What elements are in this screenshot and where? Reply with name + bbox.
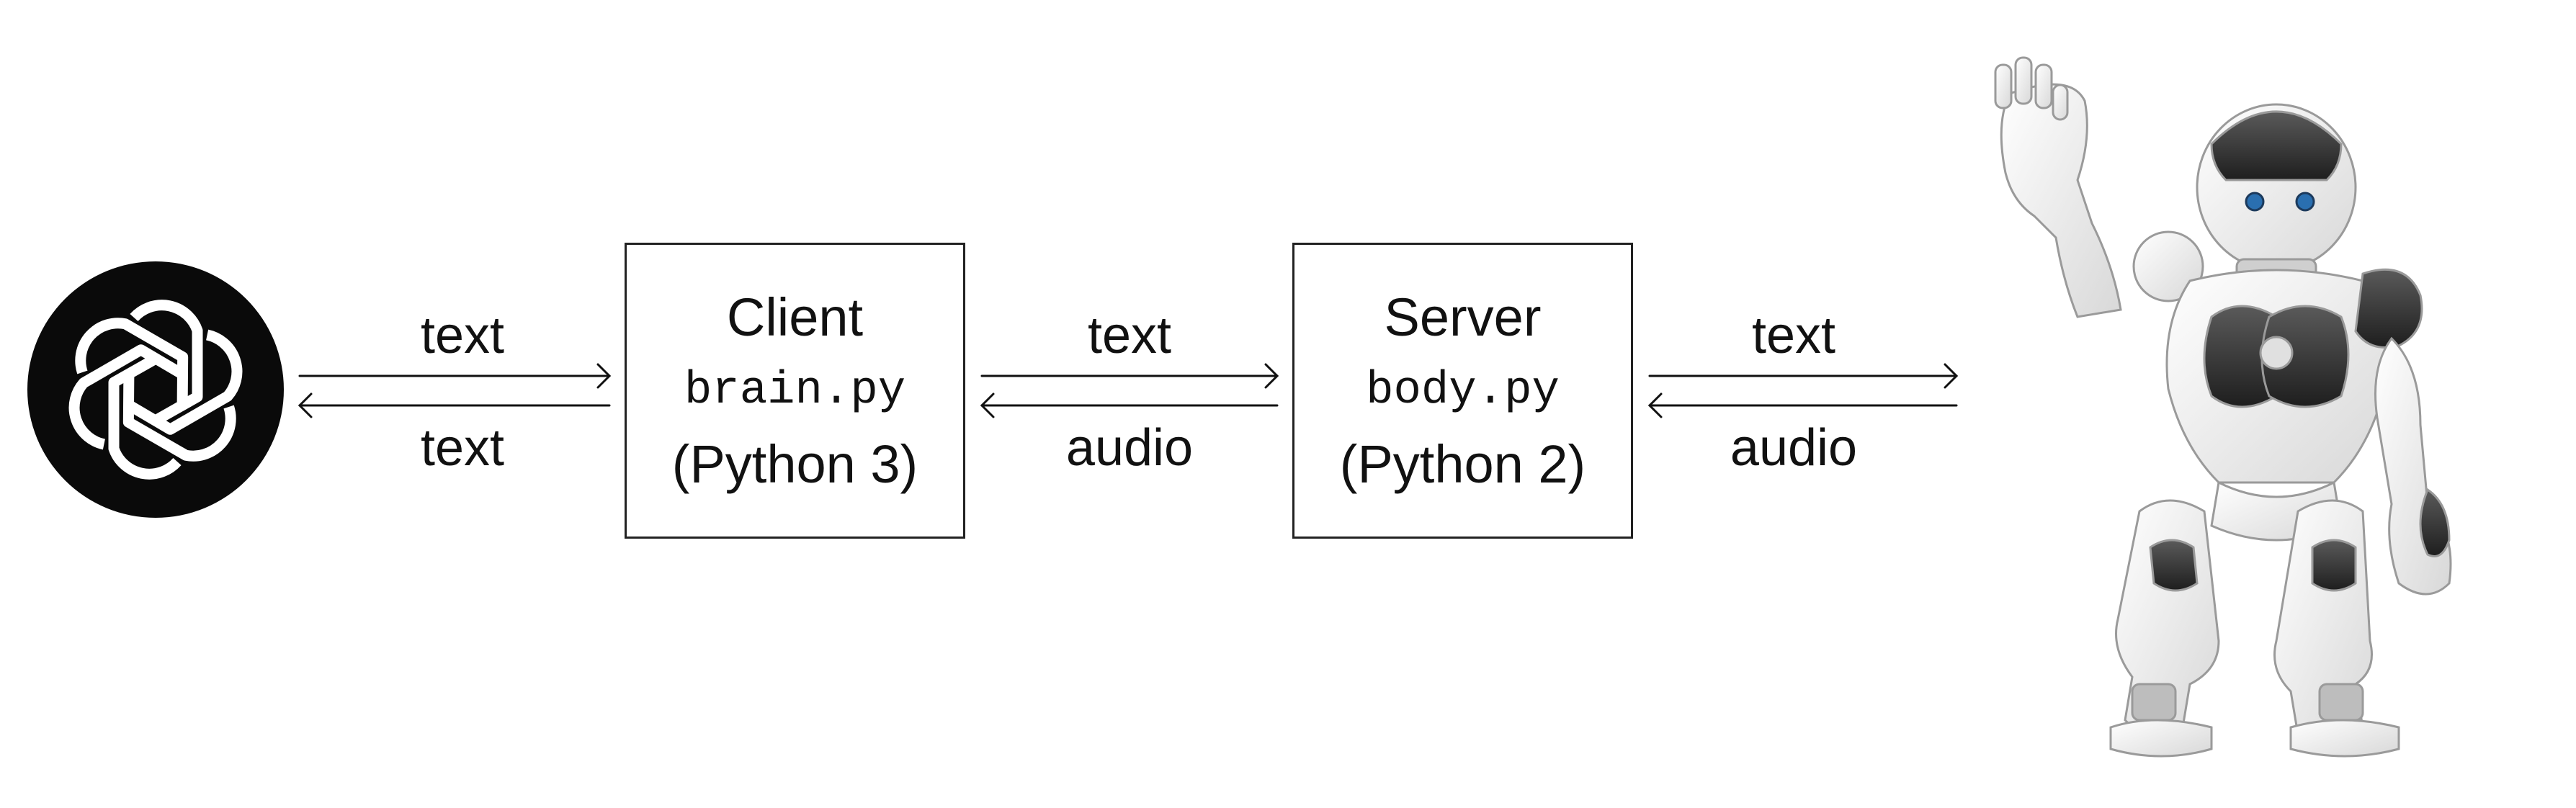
server-runtime: (Python 2) xyxy=(1339,434,1586,494)
label-server-robot-forward: text xyxy=(1751,307,1836,364)
arrow-logo-to-client xyxy=(298,363,612,389)
label-client-server-backward: audio xyxy=(1065,419,1194,477)
client-file: brain.py xyxy=(684,364,906,417)
label-server-robot-backward: audio xyxy=(1730,419,1858,477)
server-box: Server body.py (Python 2) xyxy=(1292,243,1633,539)
humanoid-robot-icon xyxy=(1994,56,2452,758)
client-runtime: (Python 3) xyxy=(671,434,918,494)
client-box: Client brain.py (Python 3) xyxy=(625,243,965,539)
server-title: Server xyxy=(1384,287,1542,347)
arrow-client-to-logo xyxy=(298,392,611,418)
client-title: Client xyxy=(726,287,864,347)
label-logo-client-forward: text xyxy=(420,307,505,364)
arrow-client-to-server xyxy=(980,363,1279,389)
label-client-server-forward: text xyxy=(1087,307,1172,364)
label-logo-client-backward: text xyxy=(420,419,505,477)
arrow-server-to-client xyxy=(980,392,1279,418)
arrow-robot-to-server xyxy=(1647,392,1958,418)
openai-logo-icon xyxy=(27,261,284,518)
server-file: body.py xyxy=(1366,364,1560,417)
arrow-server-to-robot xyxy=(1648,363,1959,389)
